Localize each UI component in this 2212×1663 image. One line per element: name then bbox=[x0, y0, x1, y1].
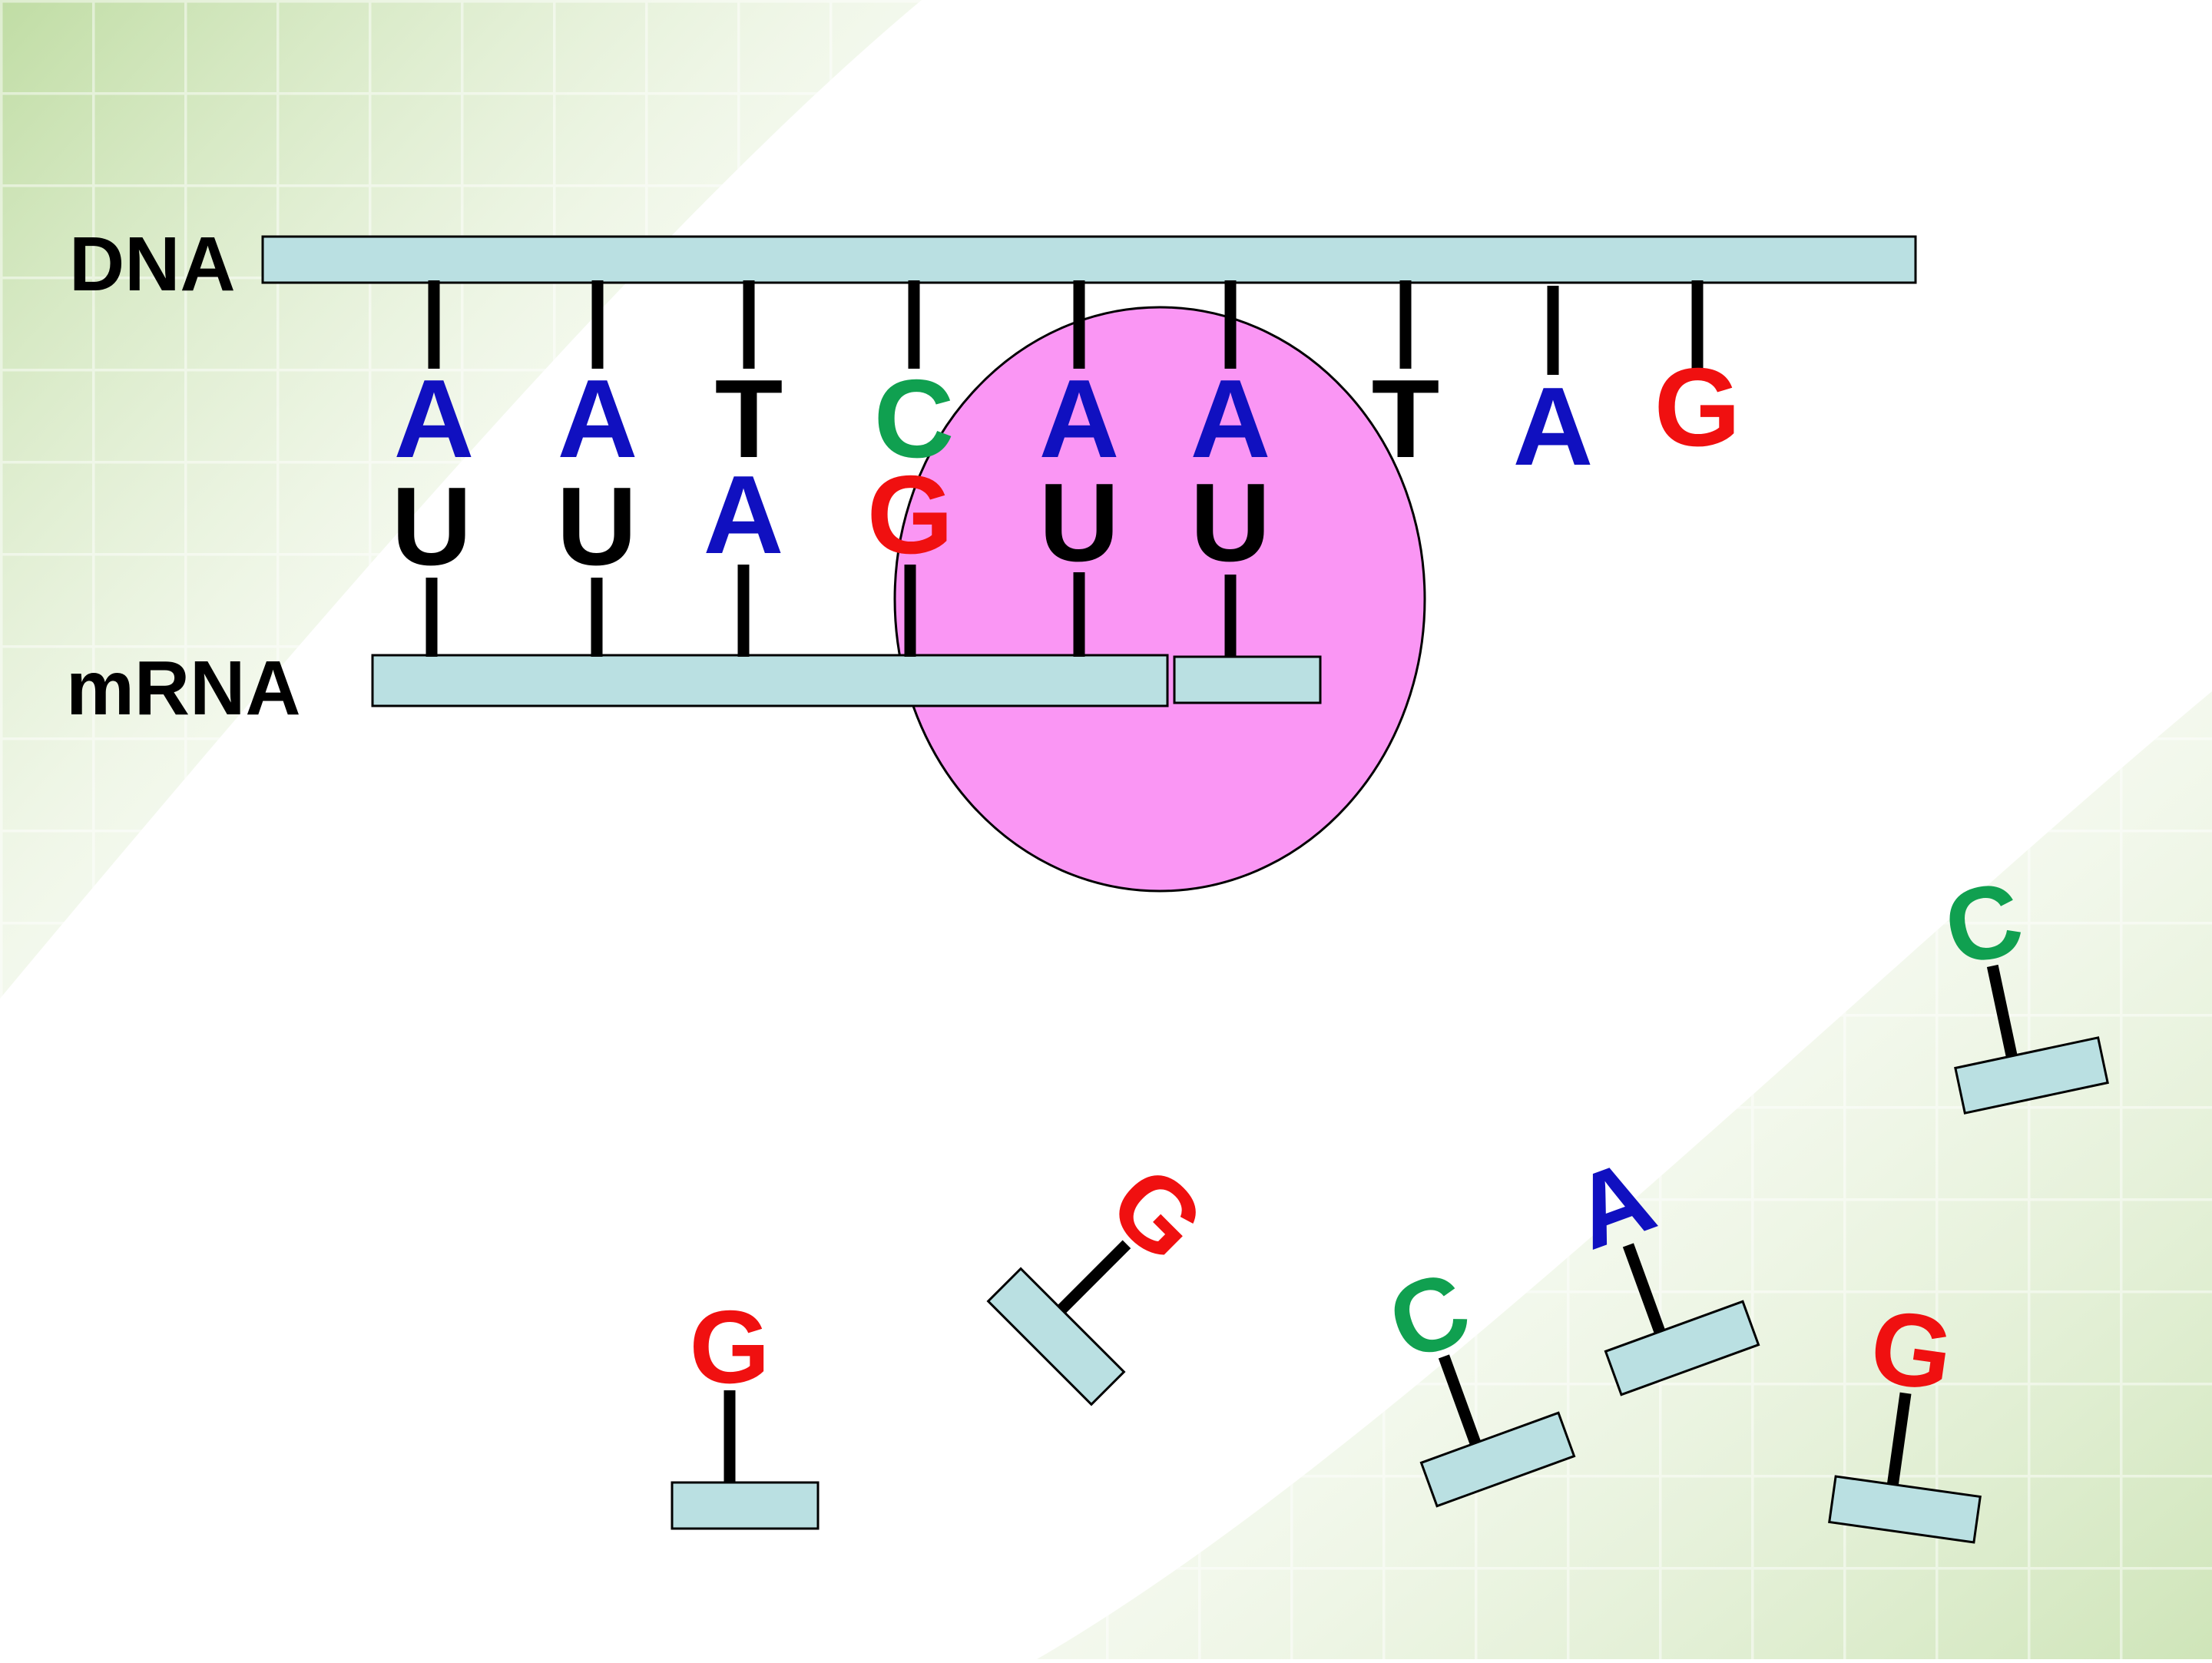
dna-base-g: G bbox=[1654, 345, 1741, 469]
nucleotide-bond-line bbox=[1886, 1392, 1912, 1486]
dna-base-a: A bbox=[558, 356, 638, 481]
dna-base-a: A bbox=[394, 356, 475, 481]
mrna-base-a: A bbox=[704, 452, 784, 577]
mrna-base-u: U bbox=[557, 464, 637, 588]
free-nucleotide-g: G bbox=[671, 1289, 820, 1530]
nucleotide-bond-line bbox=[1438, 1354, 1481, 1446]
free-nucleotide-g: G bbox=[986, 1144, 1227, 1406]
nucleotide-sugar-block bbox=[986, 1267, 1126, 1406]
mrna-strand bbox=[371, 654, 1169, 707]
dna-base-a: A bbox=[1190, 356, 1271, 481]
mrna-label: mRNA bbox=[66, 645, 301, 731]
free-nucleotide-c: C bbox=[1374, 1248, 1576, 1508]
free-nucleotide-g: G bbox=[1828, 1287, 1982, 1544]
free-base-g: G bbox=[1863, 1287, 1959, 1413]
nucleotide-sugar-block bbox=[1954, 1036, 2109, 1115]
dna-base-t: T bbox=[1372, 356, 1440, 481]
free-base-g: G bbox=[689, 1289, 770, 1405]
mrna-bond-lines bbox=[426, 565, 1237, 657]
mrna-strand-segment bbox=[1173, 655, 1322, 704]
nucleotide-sugar-block bbox=[1828, 1475, 1982, 1544]
mrna-base-u: U bbox=[1039, 460, 1120, 585]
dna-base-a: A bbox=[1039, 356, 1120, 481]
nucleotide-sugar-block bbox=[1604, 1300, 1760, 1396]
rna-polymerase bbox=[893, 306, 1426, 893]
dna-strand bbox=[261, 235, 1917, 284]
nucleotide-bond-line bbox=[1057, 1240, 1131, 1314]
nucleotide-bond-line bbox=[1622, 1243, 1665, 1334]
free-base-c: C bbox=[1374, 1248, 1484, 1383]
dna-base-t: T bbox=[715, 356, 783, 481]
nucleotide-sugar-block bbox=[671, 1481, 820, 1530]
dna-bond-lines bbox=[428, 280, 1704, 375]
mrna-base-u: U bbox=[1190, 460, 1271, 585]
mrna-base-u: U bbox=[392, 464, 472, 588]
dna-label: DNA bbox=[69, 221, 236, 307]
nucleotide-sugar-block bbox=[1419, 1411, 1576, 1508]
dna-base-a: A bbox=[1513, 364, 1594, 489]
dna-base-c: C bbox=[874, 356, 955, 481]
nucleotide-bond-line bbox=[1986, 964, 2018, 1058]
mrna-base-g: G bbox=[867, 452, 954, 577]
